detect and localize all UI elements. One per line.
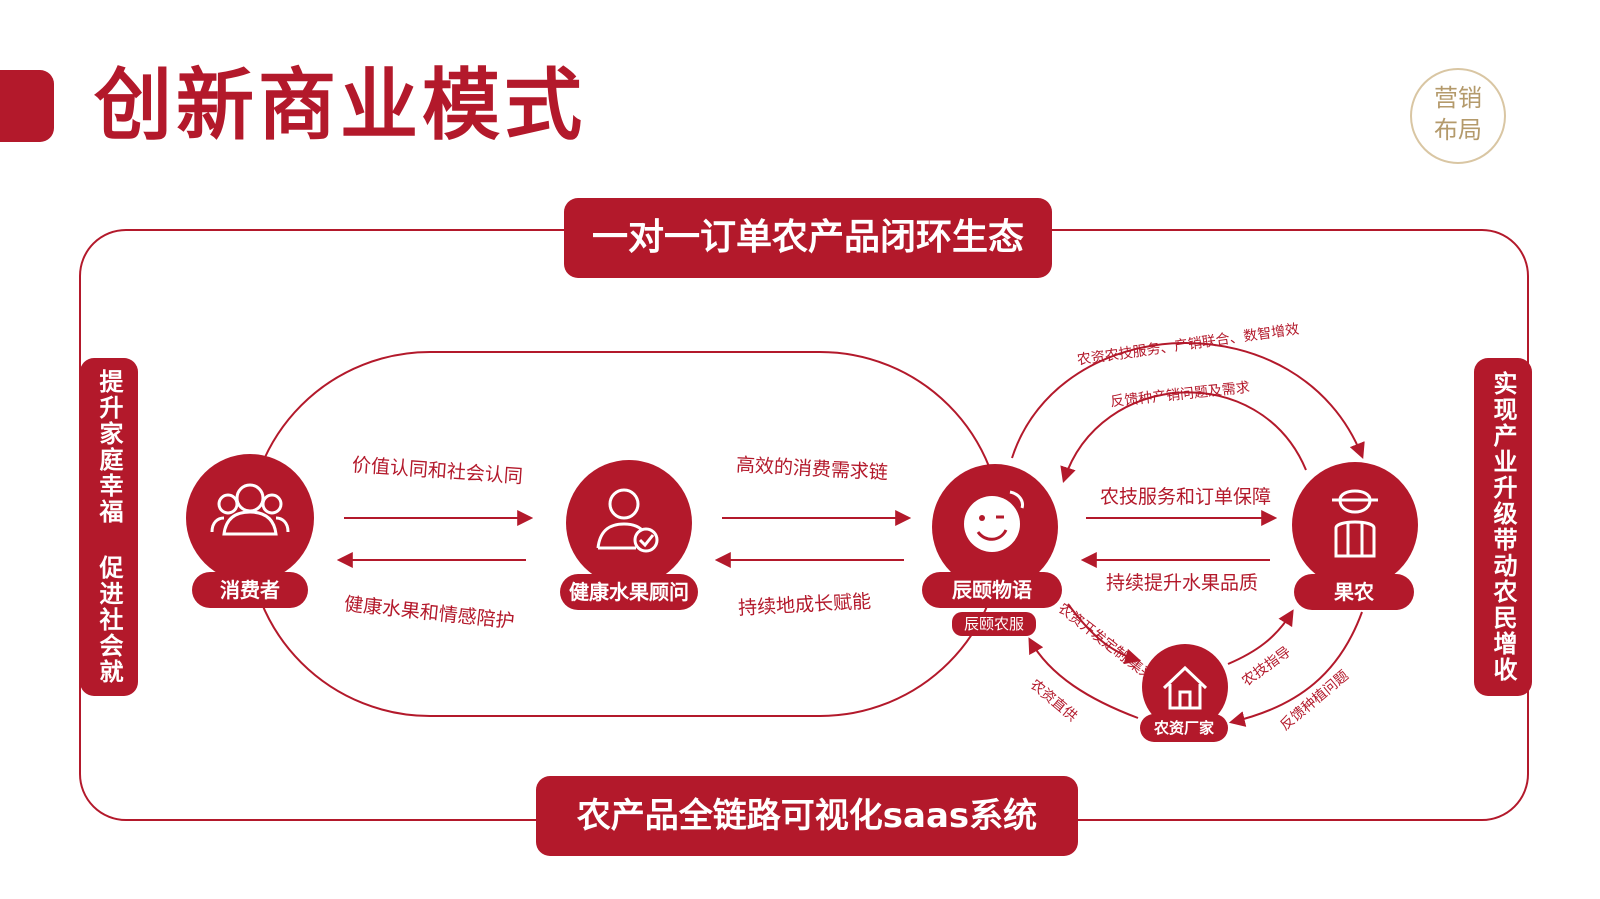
farmer-node xyxy=(1292,462,1418,588)
farmer-icon xyxy=(1332,489,1378,558)
title-accent-bar xyxy=(0,70,54,142)
brand-label: 辰颐物语 xyxy=(922,572,1062,608)
supplier-node xyxy=(1142,644,1228,730)
brand-sub-label: 辰颐农服 xyxy=(952,612,1036,636)
arc-outer-arrow xyxy=(1011,342,1365,459)
advisor-icon xyxy=(596,488,659,553)
arrow-supplier-to-farmer xyxy=(1227,609,1294,665)
arrow-farmer-to-supplier xyxy=(1228,611,1363,727)
users-icon xyxy=(210,483,290,536)
brand-node xyxy=(932,464,1058,590)
consumer-label: 消费者 xyxy=(192,572,308,608)
section-seal: 营销 布局 xyxy=(1410,68,1506,164)
seal-line-2: 布局 xyxy=(1434,116,1482,144)
arrow-brand-to-supplier xyxy=(1067,603,1142,665)
consumer-node xyxy=(186,454,314,582)
farmer-label: 果农 xyxy=(1294,574,1414,610)
left-side-label: 提升家庭幸福 促进社会就业 xyxy=(37,358,138,696)
saas-banner: 农产品全链路可视化saas系统 xyxy=(536,776,1078,856)
flow-label-tech-service: 农技服务和订单保障 xyxy=(1100,486,1272,508)
seal-line-1: 营销 xyxy=(1434,84,1482,112)
arc-inner-arrow xyxy=(1060,391,1307,484)
advisor-label: 健康水果顾问 xyxy=(560,574,698,610)
advisor-node xyxy=(566,460,692,586)
stadium-loop xyxy=(247,351,1003,717)
flow-label-quality: 持续提升水果品质 xyxy=(1106,572,1259,594)
right-side-label: 实现产业升级带动农民增收 xyxy=(1474,358,1532,696)
house-icon xyxy=(1162,665,1208,710)
arrow-supplier-to-brand xyxy=(1028,637,1139,719)
ecosystem-banner: 一对一订单农产品闭环生态 xyxy=(564,198,1052,278)
page-title: 创新商业模式 xyxy=(94,61,587,151)
smiley-icon xyxy=(964,490,1024,552)
supplier-label: 农资厂家 xyxy=(1140,714,1228,742)
